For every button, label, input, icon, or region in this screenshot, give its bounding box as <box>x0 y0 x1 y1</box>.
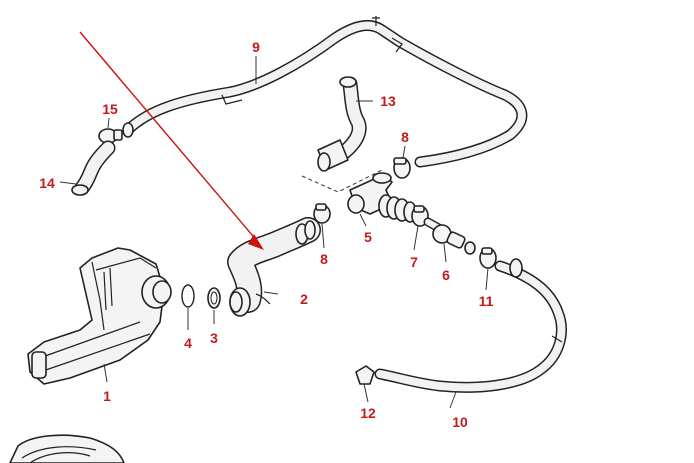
callout-14: 14 <box>39 175 55 191</box>
part-8-upper-clamp[interactable] <box>393 157 411 179</box>
part-3-o-ring[interactable] <box>207 287 221 309</box>
callout-15: 15 <box>102 101 118 117</box>
assembly-dash-line <box>301 169 383 193</box>
callout-10: 10 <box>452 414 468 430</box>
part-6-valve[interactable] <box>432 224 476 255</box>
part-1-breather-housing[interactable] <box>27 247 172 385</box>
callout-12: 12 <box>360 405 376 421</box>
callout-5: 5 <box>364 229 372 245</box>
part-12-clip[interactable] <box>355 365 375 385</box>
callout-2: 2 <box>300 291 308 307</box>
callout-8-upper: 8 <box>401 129 409 145</box>
callout-9: 9 <box>252 39 260 55</box>
part-10-lower-hose[interactable] <box>374 258 567 393</box>
part-8-lower-clamp[interactable] <box>313 203 331 224</box>
callout-7: 7 <box>410 254 418 270</box>
part-2-intake-hose[interactable] <box>227 217 321 317</box>
callout-6: 6 <box>442 267 450 283</box>
part-13-bent-hose[interactable] <box>317 76 367 172</box>
callout-3: 3 <box>210 330 218 346</box>
callout-13: 13 <box>380 93 396 109</box>
corrugated-connector <box>378 194 417 223</box>
part-5-t-piece[interactable] <box>347 172 393 215</box>
part-9-breather-hose[interactable] <box>124 16 528 168</box>
partial-engine-cover <box>9 434 125 463</box>
callout-8-lower: 8 <box>320 251 328 267</box>
callout-1: 1 <box>103 388 111 404</box>
part-11-clamp[interactable] <box>479 247 497 269</box>
callout-labels: 1 2 3 4 5 6 7 8 8 9 10 11 12 13 14 15 <box>39 39 493 430</box>
hose-9-end-clamp <box>122 122 134 138</box>
part-15-clamp[interactable] <box>98 128 123 144</box>
highlight-arrow <box>79 31 264 250</box>
callout-4: 4 <box>184 335 192 351</box>
leader-lines <box>59 56 489 409</box>
part-4-seal-ring[interactable] <box>181 284 195 308</box>
part-14-elbow-hose[interactable] <box>71 140 116 196</box>
callout-11: 11 <box>479 293 494 309</box>
